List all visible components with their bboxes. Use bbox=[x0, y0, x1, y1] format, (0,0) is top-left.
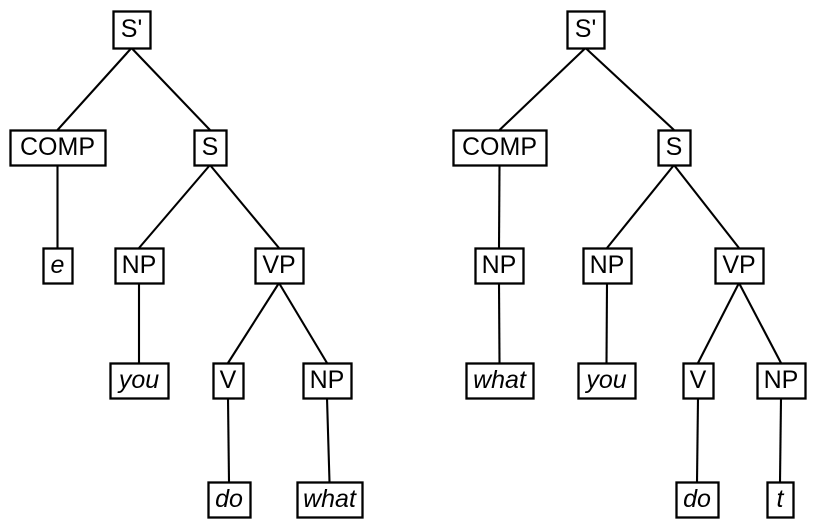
tree-edge-t2-comp-to-t2-np-comp bbox=[497, 164, 501, 249]
node-box-t2-np-comp bbox=[474, 247, 525, 285]
tree-right-edges bbox=[497, 47, 783, 483]
node-box-t2-t bbox=[766, 481, 795, 519]
node-label-t2-what: what bbox=[473, 366, 527, 394]
node-box-t1-sbar bbox=[112, 10, 152, 50]
tree-edge-t2-vp-to-t2-np-obj bbox=[738, 282, 782, 364]
tree-node-t2-vp[interactable]: VP bbox=[714, 247, 765, 285]
node-box-t1-what bbox=[296, 481, 364, 519]
tree-node-t1-np-subj[interactable]: NP bbox=[114, 247, 165, 285]
node-label-t1-do: do bbox=[215, 485, 243, 513]
tree-edge-t1-vp-to-t1-v bbox=[227, 282, 280, 364]
node-label-t1-sbar: S' bbox=[121, 15, 142, 43]
node-label-t2-do: do bbox=[683, 485, 711, 513]
node-box-t2-vp bbox=[714, 247, 765, 285]
node-label-t1-v: V bbox=[220, 366, 237, 394]
tree-left-edges bbox=[56, 47, 331, 483]
node-label-t2-np-obj: NP bbox=[764, 366, 799, 394]
tree-node-t2-comp[interactable]: COMP bbox=[452, 129, 548, 167]
tree-edge-t2-np-comp-to-t2-what bbox=[497, 282, 501, 364]
tree-node-t2-s[interactable]: S bbox=[657, 129, 692, 167]
tree-node-t1-vp[interactable]: VP bbox=[254, 247, 305, 285]
tree-edge-t2-sbar-to-t2-s bbox=[584, 47, 675, 131]
tree-node-t1-comp[interactable]: COMP bbox=[9, 129, 107, 167]
tree-edge-t1-s-to-t1-vp bbox=[209, 164, 280, 249]
node-box-t1-e bbox=[42, 247, 74, 285]
tree-edge-t2-s-to-t2-vp bbox=[673, 164, 740, 249]
tree-node-t2-np-comp[interactable]: NP bbox=[474, 247, 525, 285]
node-box-t1-v bbox=[212, 362, 245, 400]
tree-node-t1-do[interactable]: do bbox=[207, 481, 252, 519]
node-label-t2-sbar: S' bbox=[575, 15, 596, 43]
tree-edge-t1-sbar-to-t1-comp bbox=[56, 47, 133, 131]
node-box-t2-what bbox=[465, 362, 535, 400]
tree-edge-t2-vp-to-t2-v bbox=[697, 282, 740, 364]
tree-edge-t1-np-obj-to-t1-what bbox=[325, 397, 331, 483]
tree-edge-t2-s-to-t2-np-subj bbox=[606, 164, 675, 249]
node-box-t2-do bbox=[675, 481, 720, 519]
tree-node-t2-what[interactable]: what bbox=[465, 362, 535, 400]
node-box-t1-s bbox=[193, 129, 228, 167]
tree-node-t2-sbar[interactable]: S' bbox=[566, 10, 606, 50]
node-box-t1-np-obj bbox=[302, 362, 353, 400]
tree-edge-t1-sbar-to-t1-s bbox=[130, 47, 211, 131]
node-label-t1-e: e bbox=[51, 251, 65, 279]
node-box-t1-do bbox=[207, 481, 252, 519]
node-box-t1-you bbox=[109, 362, 170, 400]
tree-edge-t2-np-obj-to-t2-t bbox=[778, 397, 783, 483]
node-box-t2-s bbox=[657, 129, 692, 167]
node-label-t1-s: S bbox=[202, 133, 219, 161]
node-label-t2-s: S bbox=[666, 133, 683, 161]
node-box-t1-np-subj bbox=[114, 247, 165, 285]
tree-node-t2-do[interactable]: do bbox=[675, 481, 720, 519]
node-box-t2-you bbox=[577, 362, 637, 400]
tree-right-nodes: S' COMP S NP NP VP what you V NP do t bbox=[452, 10, 807, 519]
tree-node-t2-v[interactable]: V bbox=[682, 362, 715, 400]
tree-node-t1-sbar[interactable]: S' bbox=[112, 10, 152, 50]
node-label-t2-vp: VP bbox=[722, 251, 755, 279]
node-box-t1-vp bbox=[254, 247, 305, 285]
node-box-t2-v bbox=[682, 362, 715, 400]
node-label-t1-vp: VP bbox=[262, 251, 295, 279]
node-box-t2-sbar bbox=[566, 10, 606, 50]
tree-node-t1-you[interactable]: you bbox=[109, 362, 170, 400]
node-label-t2-np-comp: NP bbox=[482, 251, 517, 279]
tree-node-t1-s[interactable]: S bbox=[193, 129, 228, 167]
tree-edge-t1-s-to-t1-np-subj bbox=[138, 164, 211, 249]
tree-node-t1-np-obj[interactable]: NP bbox=[302, 362, 353, 400]
node-box-t2-np-obj bbox=[756, 362, 807, 400]
tree-edges-layer bbox=[56, 47, 783, 483]
tree-edge-t2-np-subj-to-t2-you bbox=[605, 282, 609, 364]
tree-node-t1-what[interactable]: what bbox=[296, 481, 364, 519]
tree-edge-t2-sbar-to-t2-comp bbox=[498, 47, 587, 131]
node-box-t2-np-subj bbox=[582, 247, 633, 285]
node-label-t1-np-subj: NP bbox=[122, 251, 157, 279]
node-label-t2-comp: COMP bbox=[462, 133, 537, 161]
node-label-t1-what: what bbox=[303, 485, 357, 513]
tree-edge-t1-vp-to-t1-np-obj bbox=[278, 282, 328, 364]
node-box-t1-comp bbox=[9, 129, 107, 167]
node-label-t2-v: V bbox=[690, 366, 707, 394]
tree-edge-t2-v-to-t2-do bbox=[695, 397, 700, 483]
node-box-t2-comp bbox=[452, 129, 548, 167]
tree-node-t1-v[interactable]: V bbox=[212, 362, 245, 400]
tree-node-t1-e[interactable]: e bbox=[42, 247, 74, 285]
tree-node-t2-np-obj[interactable]: NP bbox=[756, 362, 807, 400]
node-label-t1-np-obj: NP bbox=[310, 366, 345, 394]
node-label-t2-you: you bbox=[584, 366, 626, 394]
node-label-t1-comp: COMP bbox=[20, 133, 95, 161]
tree-node-t2-you[interactable]: you bbox=[577, 362, 637, 400]
node-label-t2-np-subj: NP bbox=[590, 251, 625, 279]
tree-node-t2-np-subj[interactable]: NP bbox=[582, 247, 633, 285]
tree-node-t2-t[interactable]: t bbox=[766, 481, 795, 519]
node-label-t1-you: you bbox=[117, 366, 159, 394]
tree-edge-t1-v-to-t1-do bbox=[226, 397, 231, 483]
node-label-t2-t: t bbox=[777, 485, 785, 513]
